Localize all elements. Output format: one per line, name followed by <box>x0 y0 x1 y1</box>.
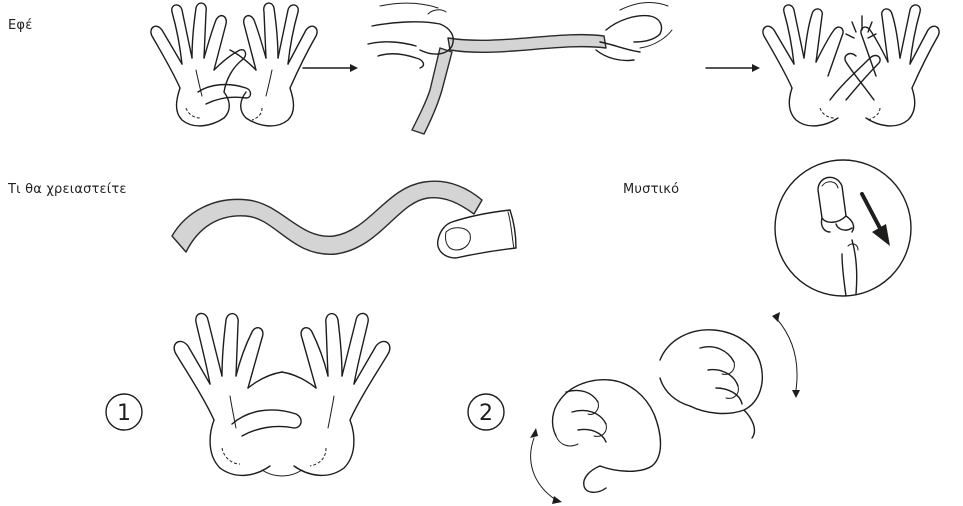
hands-twist-icon <box>530 312 800 504</box>
arrow-right-icon <box>303 64 358 72</box>
hands-crossed-icon <box>174 313 390 476</box>
hands-spark-icon <box>763 5 939 126</box>
arrow-right-icon <box>706 64 760 72</box>
thumb-tip-icon <box>438 210 516 258</box>
step-1-badge: 1 <box>106 394 142 430</box>
hands-crossed-icon <box>151 3 317 126</box>
rope-icon <box>172 181 482 254</box>
step-1-number: 1 <box>117 401 131 426</box>
step-2-badge: 2 <box>468 394 504 430</box>
rope-stretch-icon <box>368 3 672 134</box>
step-2-number: 2 <box>479 401 493 426</box>
thumb-tip-secret-icon <box>775 160 911 296</box>
